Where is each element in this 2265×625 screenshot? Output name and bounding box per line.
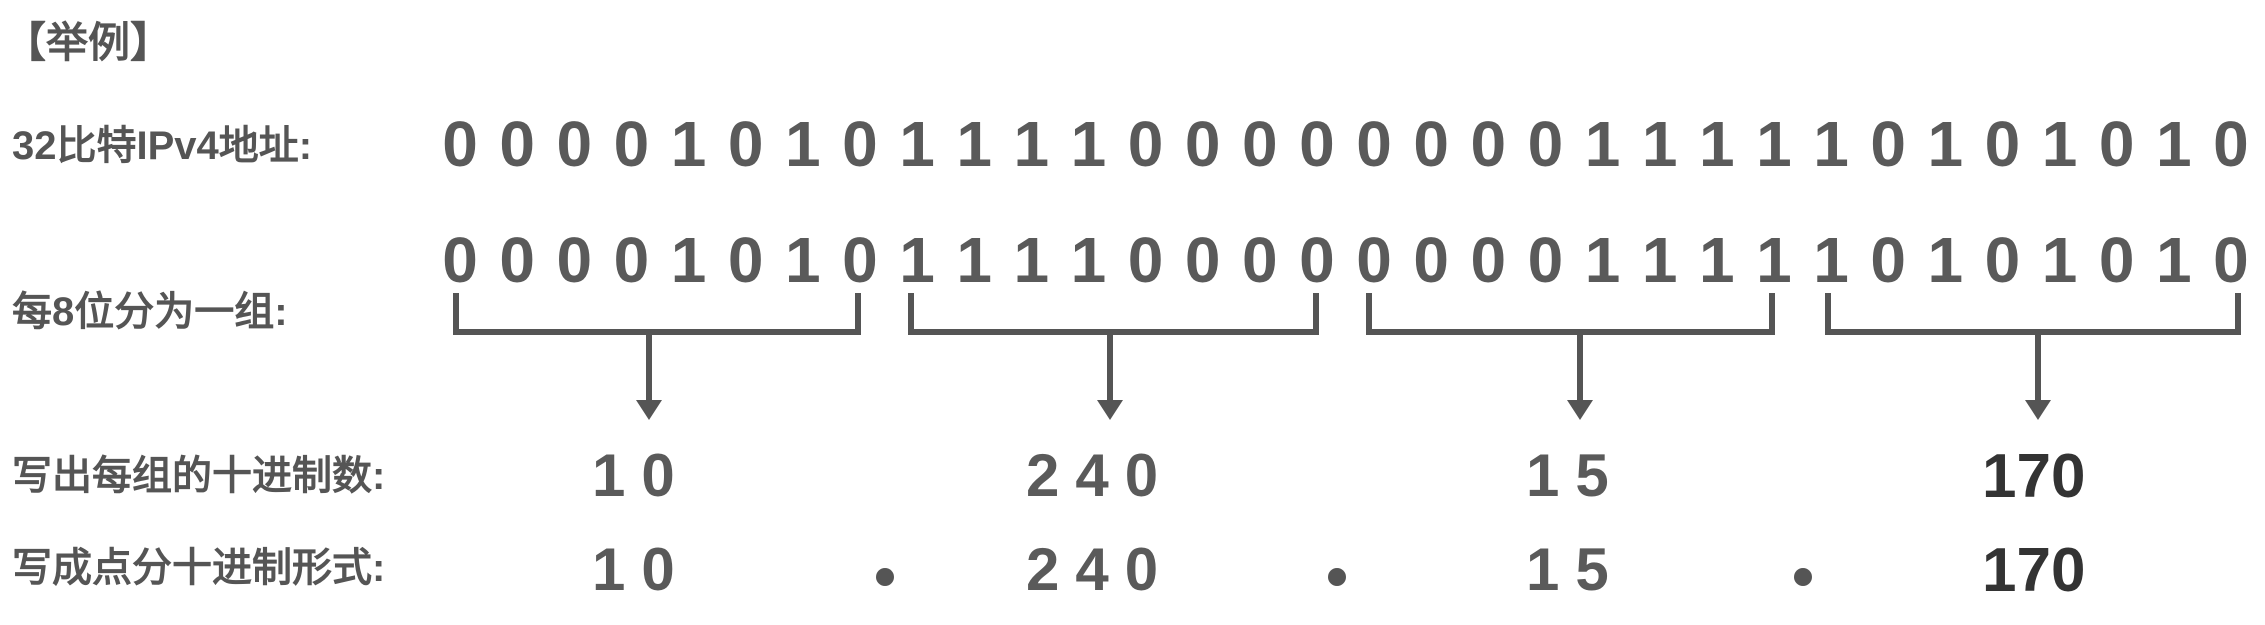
group-4-bit: 0 <box>2213 224 2249 296</box>
group-4-bit: 1 <box>2155 224 2192 296</box>
group-2-bit: 0 <box>1299 224 1335 296</box>
group-1-bit: 0 <box>442 224 478 296</box>
group-2-bit: 1 <box>1070 224 1107 296</box>
arrow-head-3 <box>1567 400 1593 420</box>
group-1-bit: 0 <box>727 224 764 296</box>
dotted-label: 写成点分十进制形式: <box>12 546 386 590</box>
group-3-bit: 0 <box>1470 224 1507 296</box>
group-1-bit: 0 <box>613 224 650 296</box>
group-1-bit: 0 <box>556 224 593 296</box>
group-4-bit: 1 <box>1813 224 1849 296</box>
group-4-bit: 1 <box>2041 224 2078 296</box>
group-3-bit: 1 <box>1641 224 1678 296</box>
dotted-group-2: 240 <box>1026 536 1175 603</box>
group-3-bit: 0 <box>1413 224 1449 296</box>
bit-digit: 0 <box>442 108 478 180</box>
bit-digit: 0 <box>1984 108 2021 180</box>
group-2-bit: 0 <box>1184 224 1221 296</box>
decimal-group-3: 15 <box>1526 442 1625 509</box>
decimal-group-1: 10 <box>592 442 691 509</box>
bit-digit: 0 <box>1127 108 1164 180</box>
decimal-group-2: 240 <box>1026 442 1175 509</box>
bit-digit: 0 <box>2213 108 2249 180</box>
arrow-head-2 <box>1097 400 1123 420</box>
dot-separator-3 <box>1794 568 1812 586</box>
dotted-group-1: 10 <box>592 536 691 603</box>
bit-digit: 1 <box>2041 108 2078 180</box>
decimal-label: 写出每组的十进制数: <box>12 454 386 498</box>
bit-digit: 1 <box>670 108 707 180</box>
group-3-bit: 1 <box>1584 224 1621 296</box>
group-4-bit: 0 <box>1984 224 2021 296</box>
bit-digit: 0 <box>1356 108 1392 180</box>
bit-digit: 0 <box>2098 108 2135 180</box>
group-2-bit: 0 <box>1241 224 1278 296</box>
bracket-group-3 <box>1366 293 1775 405</box>
group-1-bit: 1 <box>670 224 707 296</box>
group-4-bit: 0 <box>2098 224 2135 296</box>
dot-separator-2 <box>1328 568 1346 586</box>
bit-digit: 0 <box>842 108 878 180</box>
dot-separator-1 <box>876 568 894 586</box>
group-2-bit: 1 <box>1013 224 1050 296</box>
group-3-bit: 0 <box>1356 224 1392 296</box>
group-4-bit: 0 <box>1870 224 1906 296</box>
dotted-group-3: 15 <box>1526 536 1625 603</box>
bit-digit: 0 <box>1870 108 1906 180</box>
group-3-bit: 1 <box>1756 224 1792 296</box>
dotted-group-4: 170 <box>1982 536 2086 605</box>
bit-digit: 1 <box>1813 108 1849 180</box>
bit-digit: 0 <box>499 108 535 180</box>
bit-digit: 0 <box>1184 108 1221 180</box>
ipv4-32bit-label: 32比特IPv4地址: <box>12 124 313 168</box>
group-4-bit: 1 <box>1927 224 1964 296</box>
group-3-bit: 1 <box>1698 224 1735 296</box>
bit-digit: 0 <box>1299 108 1335 180</box>
bit-digit: 0 <box>613 108 650 180</box>
bit-digit: 0 <box>727 108 764 180</box>
bit-digit: 1 <box>1070 108 1107 180</box>
bit-digit: 0 <box>1470 108 1507 180</box>
group-8-label: 每8位分为一组: <box>12 290 288 334</box>
bit-digit: 1 <box>1927 108 1964 180</box>
group-2-bit: 1 <box>956 224 992 296</box>
bit-digit: 1 <box>1584 108 1621 180</box>
bracket-group-4 <box>1825 293 2241 405</box>
bit-digit: 1 <box>1698 108 1735 180</box>
group-3-bit: 0 <box>1527 224 1564 296</box>
bit-digit: 0 <box>1241 108 1278 180</box>
group-2-bit: 1 <box>899 224 935 296</box>
example-title: 【举例】 <box>4 19 173 66</box>
arrow-head-4 <box>2025 400 2051 420</box>
bracket-group-1 <box>453 293 861 405</box>
group-2-bit: 0 <box>1127 224 1164 296</box>
arrow-head-1 <box>636 400 662 420</box>
bit-digit: 1 <box>1641 108 1678 180</box>
bracket-group-2 <box>908 293 1319 405</box>
bit-digit: 1 <box>1756 108 1792 180</box>
group-1-bit: 0 <box>499 224 535 296</box>
decimal-group-4: 170 <box>1982 442 2086 511</box>
bit-digit: 0 <box>556 108 593 180</box>
bit-digit: 1 <box>1013 108 1050 180</box>
bit-digit: 1 <box>899 108 935 180</box>
group-1-bit: 1 <box>784 224 821 296</box>
bit-digit: 1 <box>784 108 821 180</box>
group-1-bit: 0 <box>842 224 878 296</box>
bit-digit: 0 <box>1413 108 1449 180</box>
bit-digit: 1 <box>2155 108 2192 180</box>
bit-digit: 0 <box>1527 108 1564 180</box>
bit-digit: 1 <box>956 108 992 180</box>
